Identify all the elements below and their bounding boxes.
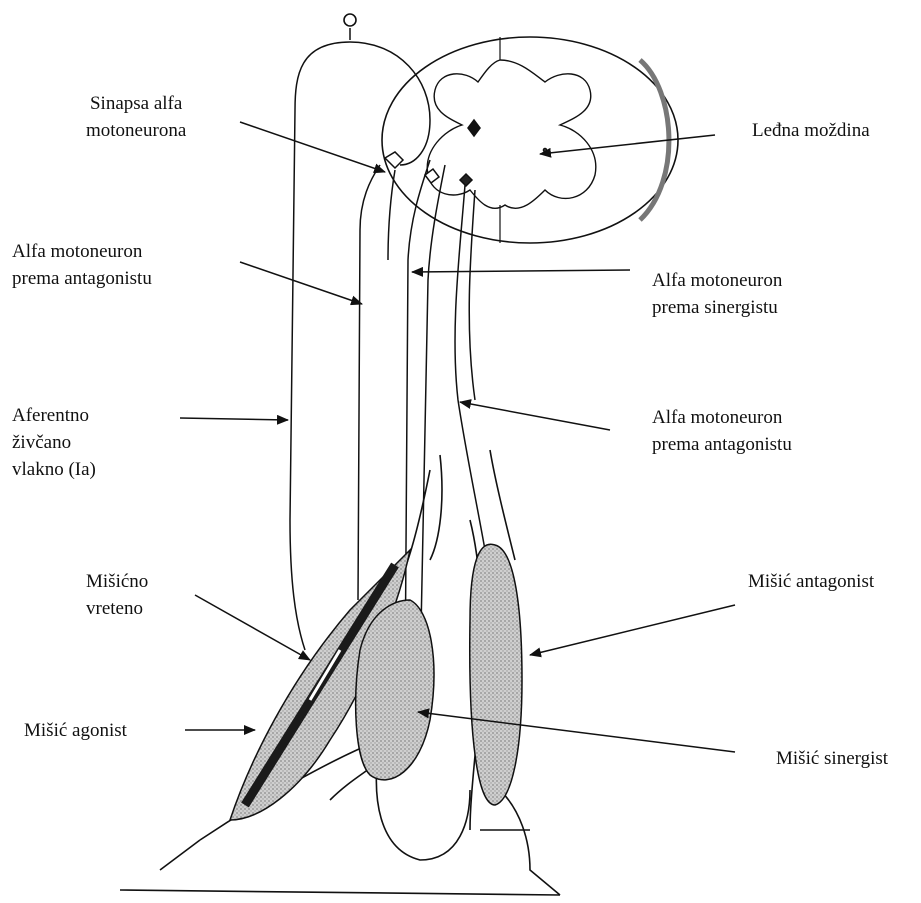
label-misic-antagonist-line1: Mišić antagonist bbox=[748, 568, 874, 595]
muscle-antagonist bbox=[470, 544, 522, 805]
label-ledna-line1: Leđna moždina bbox=[752, 117, 870, 144]
label-sinapsa-line2: motoneurona bbox=[86, 117, 186, 144]
label-alfa-sinergist-line1: Alfa motoneuron bbox=[652, 267, 782, 294]
label-alfa-sinergist-line2: prema sinergistu bbox=[652, 294, 782, 321]
label-vreteno-line2: vreteno bbox=[86, 595, 148, 622]
arrow-alfa-sinergist bbox=[412, 270, 630, 272]
label-sinapsa-line1: Sinapsa alfa bbox=[86, 90, 186, 117]
label-misic-agonist: Mišić agonist bbox=[24, 717, 127, 744]
label-misic-sinergist-line1: Mišić sinergist bbox=[776, 745, 888, 772]
label-alfa-antagonist-right-line1: Alfa motoneuron bbox=[652, 404, 792, 431]
arrow-sinapsa bbox=[240, 122, 385, 172]
label-aferentno-line2: živčano bbox=[12, 429, 96, 456]
label-vreteno-line1: Mišićno bbox=[86, 568, 148, 595]
label-misic-agonist-line1: Mišić agonist bbox=[24, 717, 127, 744]
label-alfa-antagonist-right: Alfa motoneuron prema antagonistu bbox=[652, 404, 792, 458]
label-alfa-sinergist: Alfa motoneuron prema sinergistu bbox=[652, 267, 782, 321]
arrow-aferentno bbox=[180, 418, 288, 420]
arrow-alfa-antagonist-right bbox=[460, 402, 610, 430]
arrow-vreteno bbox=[195, 595, 310, 660]
label-aferentno-line1: Aferentno bbox=[12, 402, 96, 429]
label-alfa-antagonist-left-line1: Alfa motoneuron bbox=[12, 238, 152, 265]
label-sinapsa: Sinapsa alfa motoneurona bbox=[86, 90, 186, 144]
spinal-cord bbox=[382, 37, 678, 243]
arrow-misic-antagonist bbox=[530, 605, 735, 655]
label-alfa-antagonist-left-line2: prema antagonistu bbox=[12, 265, 152, 292]
label-misic-sinergist: Mišić sinergist bbox=[776, 745, 888, 772]
arrow-alfa-antagonist-left bbox=[240, 262, 362, 304]
label-misic-antagonist: Mišić antagonist bbox=[748, 568, 874, 595]
label-alfa-antagonist-left: Alfa motoneuron prema antagonistu bbox=[12, 238, 152, 292]
arrow-misic-sinergist bbox=[418, 712, 735, 752]
label-alfa-antagonist-right-line2: prema antagonistu bbox=[652, 431, 792, 458]
label-ledna-mozdina: Leđna moždina bbox=[752, 117, 870, 144]
label-misicno-vreteno: Mišićno vreteno bbox=[86, 568, 148, 622]
label-aferentno-line3: vlakno (Ia) bbox=[12, 456, 96, 483]
label-aferentno: Aferentno živčano vlakno (Ia) bbox=[12, 402, 96, 483]
